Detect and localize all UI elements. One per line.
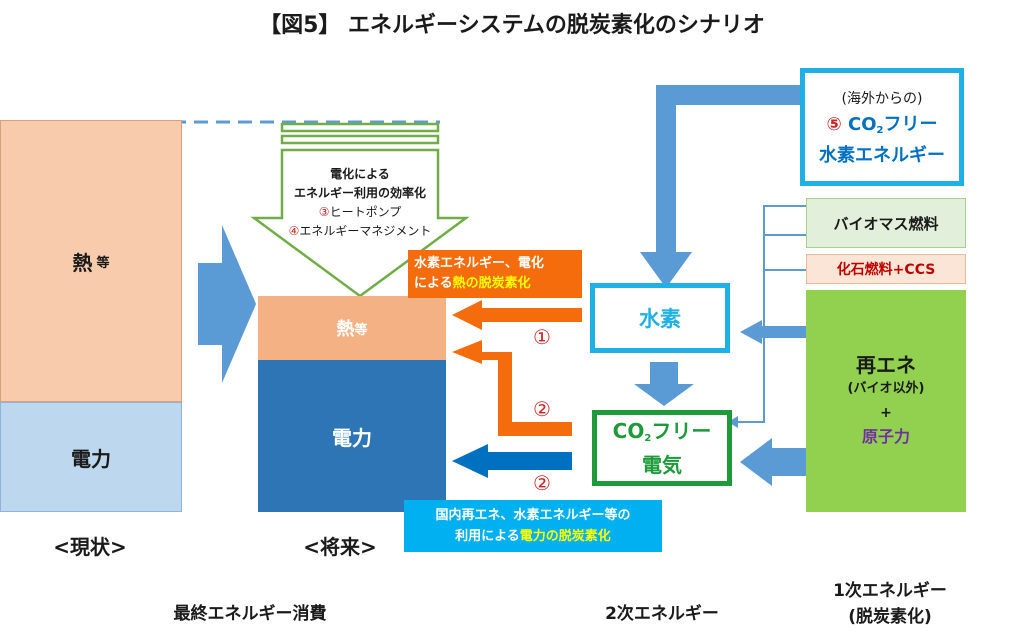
hydrogen-box: 水素 (590, 283, 730, 353)
future-heat-label: 熱 (336, 319, 355, 340)
renewable-to-power-arrow (740, 438, 806, 486)
efficiency-line1: 電化による (330, 167, 390, 181)
marker-1: ① (533, 325, 551, 349)
heat-decarb-label: 水素エネルギー、電化 による熱の脱炭素化 (408, 250, 582, 298)
power-arrow-2 (452, 444, 572, 478)
heat-arrow-1 (452, 300, 582, 330)
power-decarb-highlight: 電力の脱炭素化 (519, 529, 611, 544)
energy-management-label: エネルギーマネジメント (299, 224, 432, 238)
heat-decarb-line1: 水素エネルギー、電化 (414, 256, 544, 271)
power-decarb-label: 国内再エネ、水素エネルギー等の 利用による電力の脱炭素化 (404, 500, 662, 552)
heat-decarb-highlight: 熱の脱炭素化 (452, 276, 531, 291)
marker-5: ⑤ (826, 113, 842, 135)
power-decarb-prefix: 利用による (455, 529, 520, 544)
current-heat-block: 熱 等 (0, 120, 182, 402)
current-heat-suffix: 等 (96, 255, 110, 271)
overseas-co: CO (848, 113, 877, 135)
marker-2b: ② (533, 471, 551, 495)
connector-arrowhead (728, 416, 738, 428)
renewable-plus: + (880, 405, 892, 421)
efficiency-stripe-2 (280, 134, 440, 145)
future-power-block: 電力 (258, 360, 446, 512)
efficiency-stripe-1 (280, 122, 440, 133)
heat-decarb-prefix: による (414, 276, 453, 291)
co2free-line2: 電気 (642, 452, 682, 477)
heat-pump-label: ヒートポンプ (329, 205, 402, 219)
current-caption: <現状> (53, 534, 127, 559)
efficiency-text: 電化による エネルギー利用の効率化 ③ヒートポンプ ④エネルギーマネジメント (262, 165, 458, 241)
co2free-suffix: フリー (651, 418, 712, 443)
overseas-sub: 2 (876, 124, 884, 136)
biomass-connector (738, 205, 806, 423)
overseas-line1: (海外からの) (841, 90, 923, 107)
current-heat-label: 熱 (72, 250, 93, 275)
renewable-to-hydrogen-arrow (740, 320, 806, 344)
biomass-box: バイオマス燃料 (806, 198, 966, 248)
final-energy-label: 最終エネルギー消費 (173, 603, 327, 624)
overseas-hydrogen-box: (海外からの) ⑤ CO2フリー 水素エネルギー (800, 68, 964, 186)
efficiency-line2: エネルギー利用の効率化 (293, 186, 426, 200)
future-heat-suffix: 等 (354, 322, 368, 338)
marker-4: ④ (288, 224, 300, 238)
overseas-hydrogen-arrow (640, 85, 800, 288)
marker-2a: ② (533, 397, 551, 421)
co2free-sub: 2 (644, 432, 652, 444)
secondary-energy-label: 2次エネルギー (605, 603, 719, 624)
renewable-line3: 原子力 (861, 427, 910, 446)
future-heat-block: 熱等 (258, 296, 446, 360)
transition-arrow (198, 225, 256, 383)
current-power-block: 電力 (0, 402, 182, 512)
primary-line2: (脱炭素化) (848, 607, 932, 627)
future-caption: <将来> (303, 534, 377, 559)
power-decarb-line1: 国内再エネ、水素エネルギー等の (435, 508, 631, 523)
efficiency-item4: ④エネルギーマネジメント (262, 222, 458, 241)
renewable-line2: (バイオ以外) (847, 381, 925, 396)
marker-3: ③ (318, 205, 330, 219)
heat-arrow-2 (452, 340, 572, 436)
renewable-line1: 再エネ (856, 353, 916, 377)
co2free-power-box: CO2フリー 電気 (592, 410, 732, 486)
overseas-line3: 水素エネルギー (819, 144, 945, 166)
co2free-co: CO (612, 418, 645, 443)
hydrogen-to-power-arrow (634, 362, 694, 406)
primary-energy-label: 1次エネルギー (脱炭素化) (810, 574, 970, 634)
renewable-box: 再エネ (バイオ以外) + 原子力 (806, 290, 966, 512)
overseas-suffix: フリー (883, 113, 938, 135)
primary-line1: 1次エネルギー (833, 581, 947, 601)
efficiency-item3: ③ヒートポンプ (262, 203, 458, 222)
page-title: 【図5】 エネルギーシステムの脱炭素化のシナリオ (259, 13, 765, 38)
fossil-ccs-box: 化石燃料+CCS (806, 254, 966, 284)
